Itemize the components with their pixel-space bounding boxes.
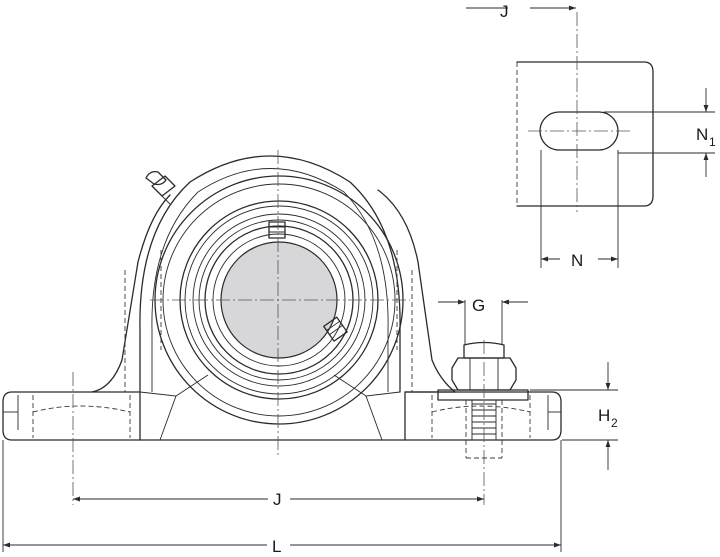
svg-text:G: G [472, 296, 485, 315]
svg-text:L: L [272, 537, 281, 556]
dimension-j-top: J [466, 2, 576, 21]
grease-fitting [145, 170, 176, 205]
svg-text:J: J [500, 2, 509, 21]
mounting-bolt [437, 341, 529, 459]
svg-text:N: N [696, 125, 708, 144]
dimension-n1: N 1 [604, 88, 716, 177]
dimension-n: N [540, 150, 619, 270]
svg-text:2: 2 [611, 416, 618, 430]
dimension-g: G [438, 296, 528, 345]
center-lines [72, 150, 485, 505]
svg-text:J: J [273, 490, 282, 509]
dimension-l: L [2, 440, 562, 556]
dimension-h2: H 2 [530, 362, 618, 470]
dimension-j-bottom: J [73, 490, 484, 509]
housing-outline [2, 155, 562, 441]
svg-text:H: H [598, 406, 610, 425]
slot-detail-view [516, 12, 654, 212]
svg-text:1: 1 [709, 135, 716, 149]
svg-text:N: N [571, 251, 583, 270]
